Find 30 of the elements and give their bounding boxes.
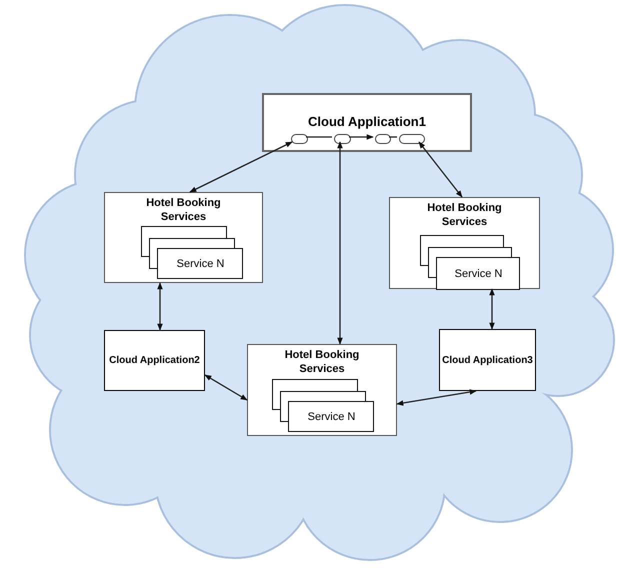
- service-group-box: [247, 344, 397, 436]
- connector-arrow: [418, 141, 463, 198]
- connector-arrow: [204, 374, 248, 401]
- node-text: Cloud Application1: [308, 113, 426, 131]
- connector-arrow: [489, 288, 495, 330]
- application-box: [262, 93, 472, 152]
- node-text: Cloud Application2: [109, 354, 200, 368]
- node-text: Hotel Booking Services: [145, 196, 222, 224]
- connector-arrow: [337, 141, 343, 345]
- node-text: Hotel Booking Services: [284, 348, 360, 376]
- node-text: Service N: [308, 410, 356, 425]
- connector-arrow: [396, 389, 477, 406]
- node-text: Service N: [176, 256, 224, 272]
- pill-shape: [291, 134, 308, 144]
- stacked-service-cards: [272, 379, 374, 432]
- service-group-box: [104, 192, 263, 283]
- connector-arrow: [349, 134, 374, 140]
- application-box: [439, 329, 536, 391]
- pill-shape: [399, 134, 425, 144]
- service-group-box: [389, 197, 540, 289]
- pill-shape: [375, 134, 391, 144]
- application-box: [104, 330, 205, 391]
- pill-shape: [334, 134, 351, 144]
- connector-arrow: [157, 282, 163, 331]
- node-text: Hotel Booking Services: [426, 201, 503, 229]
- node-text: Cloud Application3: [442, 354, 533, 368]
- connector-arrow: [189, 141, 293, 193]
- stacked-service-cards: [420, 235, 520, 290]
- stacked-service-cards: [141, 226, 243, 279]
- node-text: Service N: [454, 266, 502, 282]
